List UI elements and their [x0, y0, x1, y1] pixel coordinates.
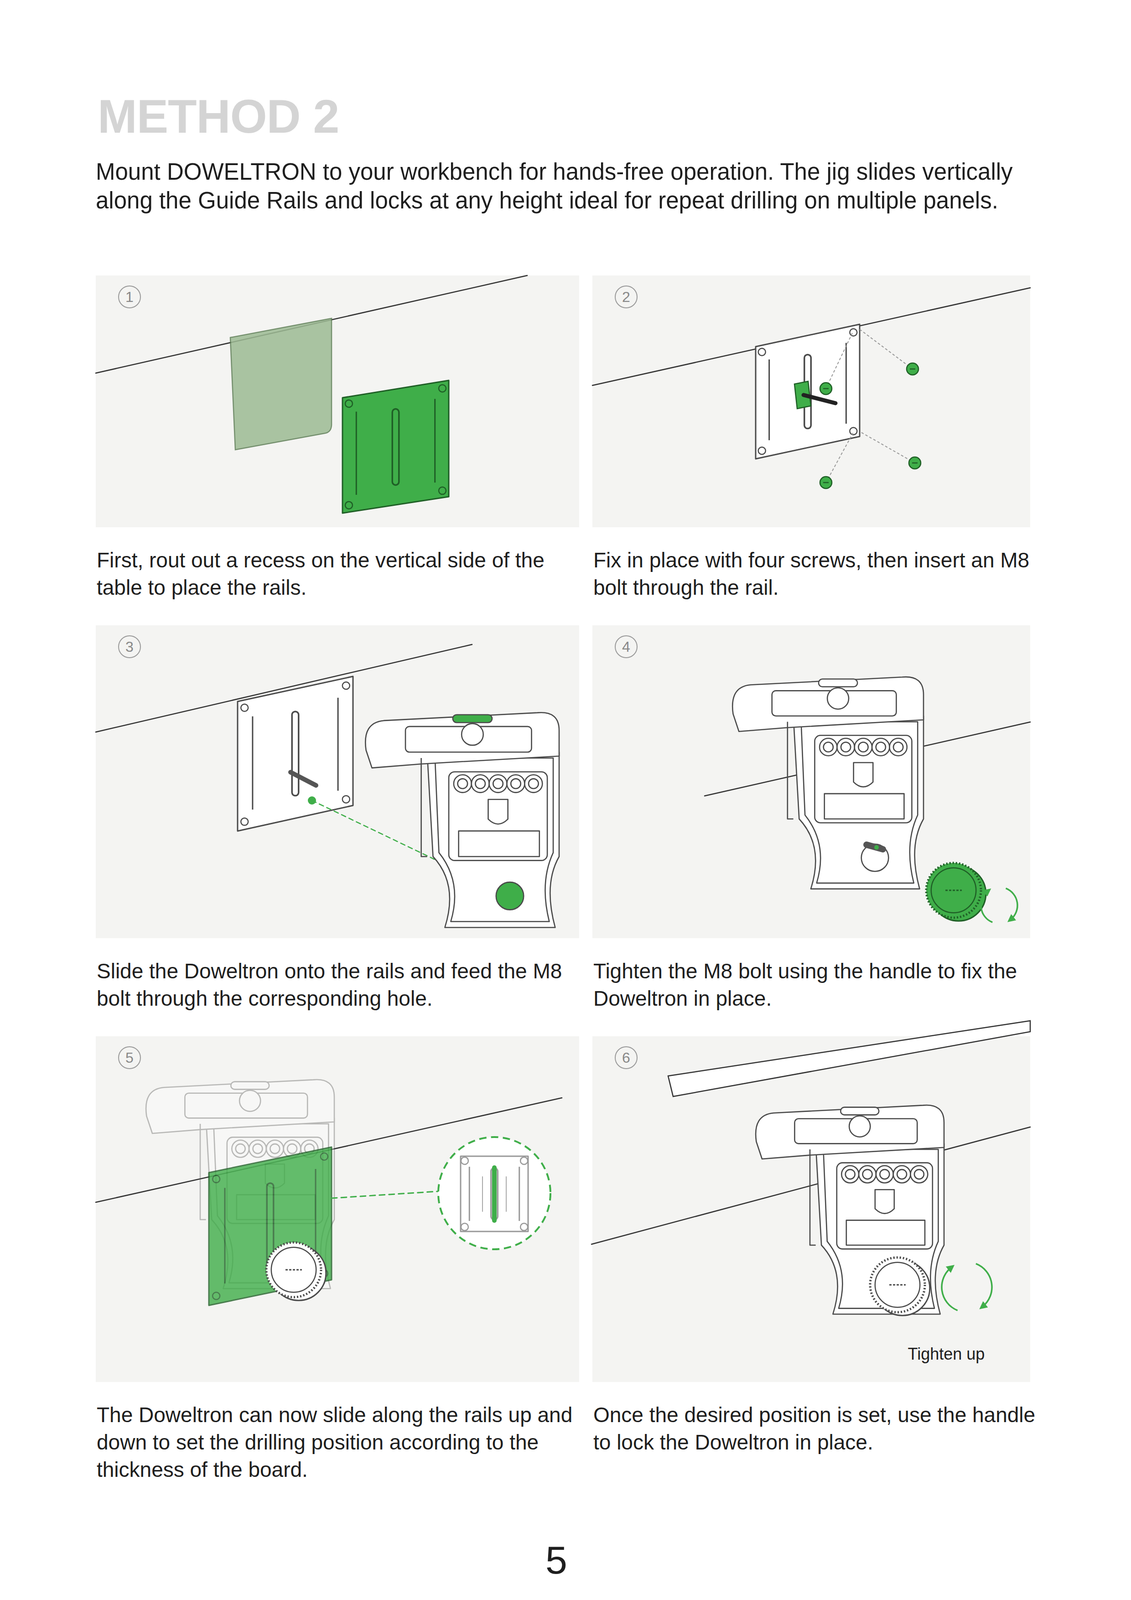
note-label: Tighten up	[900, 1344, 992, 1364]
step-panel: 3Slide the Doweltron onto the rails and …	[95, 625, 580, 939]
step-caption: The Doweltron can now slide along the ra…	[96, 1400, 594, 1484]
step-panel: 2Fix in place with four screws, then ins…	[592, 275, 1031, 528]
page-title: METHOD 2	[97, 89, 339, 144]
step-panel: 6Once the desired position is set, use t…	[592, 1036, 1031, 1382]
step-caption: Fix in place with four screws, then inse…	[593, 546, 1045, 602]
page-number: 5	[510, 1536, 602, 1583]
step-number: 3	[118, 635, 141, 659]
step-number: 5	[118, 1046, 141, 1069]
step-panel: 4Tighten the M8 bolt using the handle to…	[592, 625, 1031, 939]
step-number: 4	[614, 635, 638, 659]
step-number: 1	[118, 285, 141, 309]
step-panel: 1First, rout out a recess on the vertica…	[95, 275, 580, 528]
step-caption: First, rout out a recess on the vertical…	[96, 546, 594, 602]
step-number: 2	[614, 285, 638, 309]
intro-text: Mount DOWELTRON to your workbench for ha…	[95, 157, 1022, 215]
step-caption: Once the desired position is set, use th…	[593, 1400, 1045, 1456]
step-number: 6	[614, 1046, 638, 1069]
step-caption: Slide the Doweltron onto the rails and f…	[96, 957, 594, 1012]
step-caption: Tighten the M8 bolt using the handle to …	[593, 957, 1045, 1012]
step-panel: 5The Doweltron can now slide along the r…	[95, 1036, 580, 1382]
